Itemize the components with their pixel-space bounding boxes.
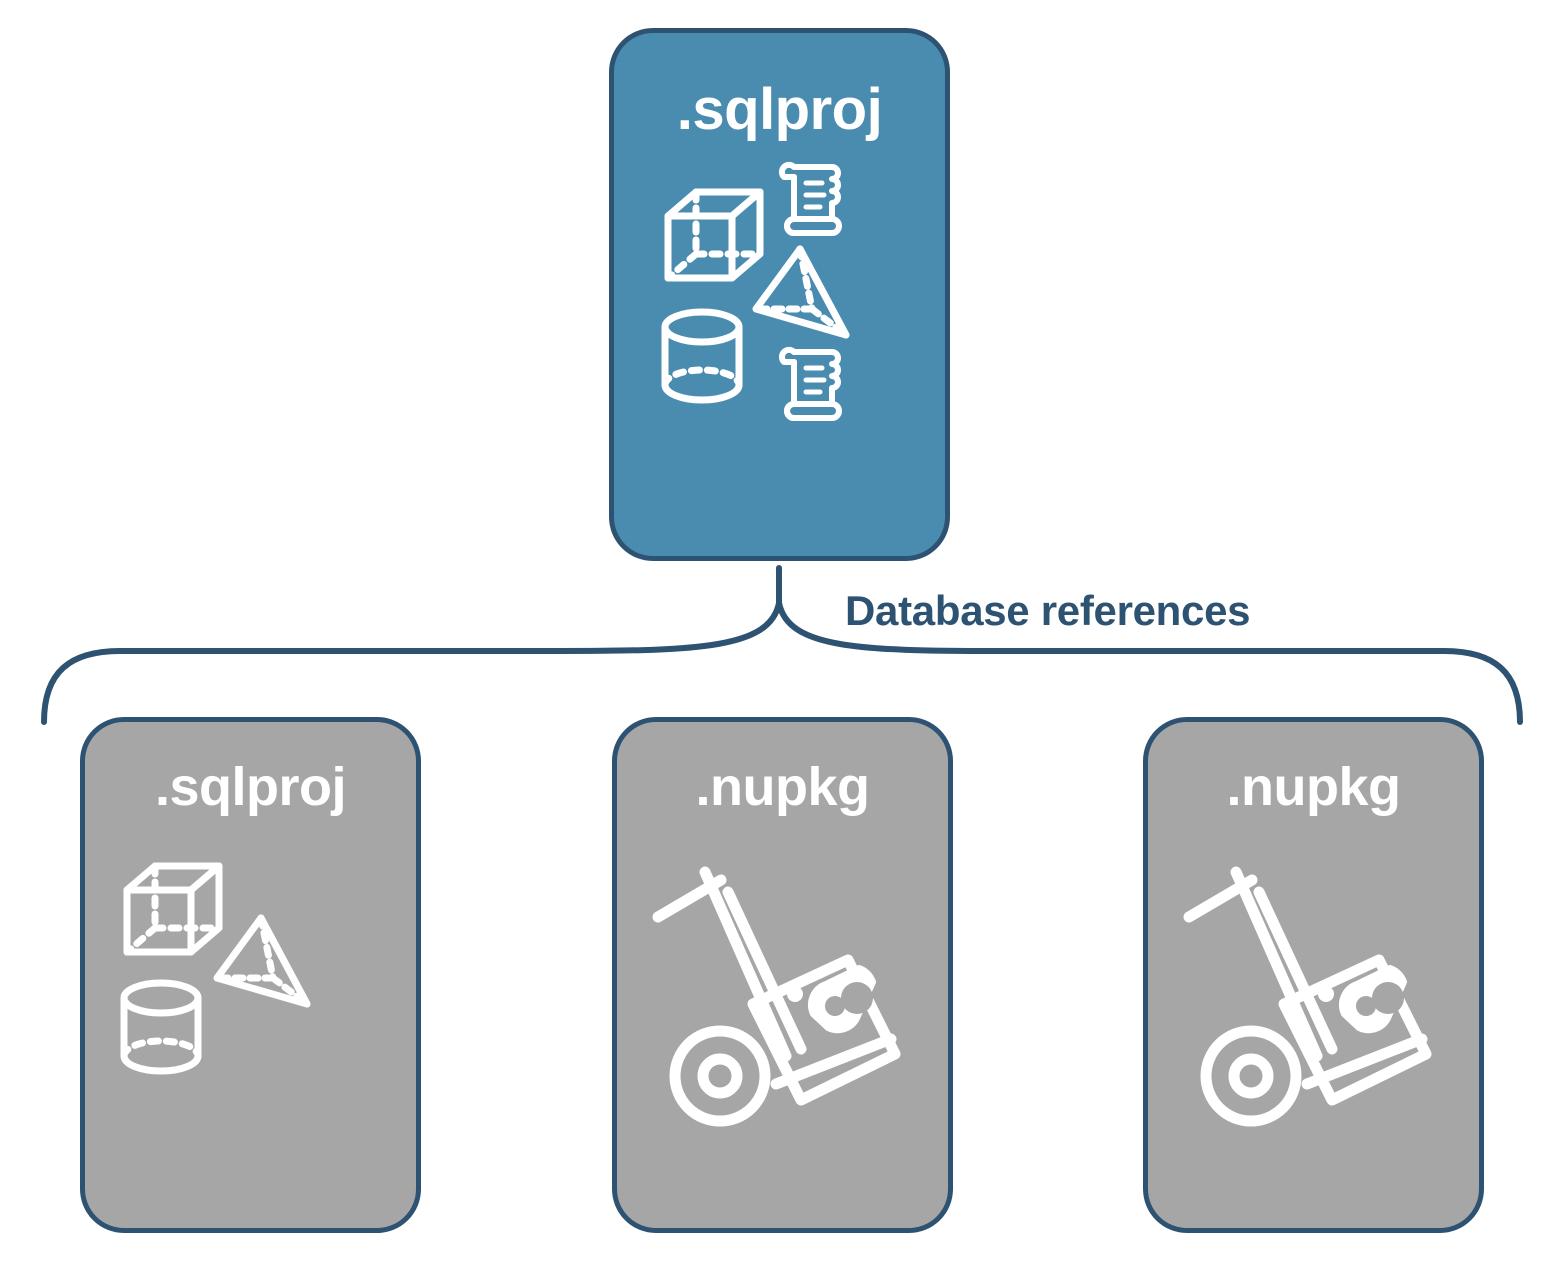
- cube-icon: [664, 188, 763, 282]
- sqlproj-root-icon-group: [650, 157, 910, 437]
- reference-card-sqlproj-label: .sqlproj: [154, 757, 347, 817]
- pyramid-icon: [213, 914, 310, 1008]
- cylinder-icon: [661, 308, 742, 404]
- reference-card-sqlproj[interactable]: .sqlproj: [80, 717, 421, 1233]
- reference-nupkg-2-icon-group: [1164, 824, 1464, 1144]
- scroll-icon: [778, 161, 842, 236]
- reference-card-nupkg-1[interactable]: .nupkg: [612, 717, 953, 1233]
- hand-truck-package-icon: [652, 866, 900, 1127]
- sqlproj-root-card-label: .sqlproj: [676, 77, 883, 142]
- hand-truck-package-icon: [1183, 866, 1431, 1127]
- reference-card-nupkg-2[interactable]: .nupkg: [1143, 717, 1484, 1233]
- cylinder-icon: [120, 979, 201, 1075]
- scroll-icon: [778, 346, 842, 421]
- reference-card-nupkg-2-label: .nupkg: [1226, 757, 1401, 817]
- pyramid-icon: [752, 245, 849, 339]
- reference-nupkg-1-icon-group: [633, 824, 933, 1144]
- sqlproj-root-card[interactable]: .sqlproj: [609, 28, 950, 561]
- database-references-label: Database references: [845, 587, 1251, 634]
- reference-card-nupkg-1-label: .nupkg: [695, 757, 870, 817]
- reference-sqlproj-icon-group: [101, 824, 401, 1144]
- cube-icon: [123, 862, 222, 956]
